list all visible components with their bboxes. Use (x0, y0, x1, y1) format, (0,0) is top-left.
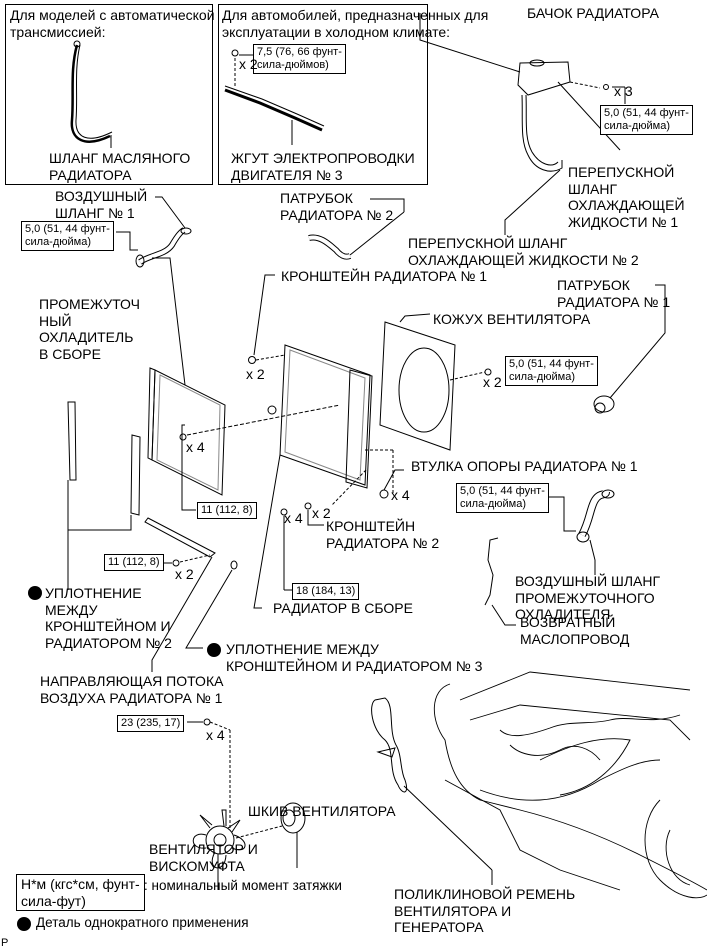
part-label-intercooler-air-hose: ВОЗДУШНЫЙ ШЛАНГ ПРОМЕЖУТОЧНОГО ОХЛАДИТЕЛ… (515, 573, 661, 622)
qty-air-guide-bolt: x 2 (175, 566, 194, 582)
qty-fan-nut: x 4 (206, 727, 225, 743)
radiator-reservoir-drawing (420, 13, 625, 235)
inset-automatic-title: Для моделей с автоматической трансмиссие… (10, 7, 215, 40)
legend-torque-box: Н*м (кгс*см, фунт- сила-фут) (16, 874, 145, 911)
qty-bushing: x 4 (391, 487, 410, 503)
qty-intercooler-bolt: x 4 (186, 439, 205, 455)
fan-clutch-drawing (187, 719, 282, 890)
single-use-marker-seal-3 (207, 643, 221, 657)
torque-spec-intercooler-bolt: 11 (112, 8) (197, 502, 257, 519)
torque-spec-air-guide-bolt: 11 (112, 8) (104, 554, 164, 571)
bracket-1-leader (254, 275, 275, 355)
torque-spec-radiator-bolt: 18 (184, 13) (292, 583, 360, 600)
part-label-fan-shroud: КОЖУХ ВЕНТИЛЯТОРА (433, 311, 591, 327)
wire-harness-drawing (225, 50, 324, 145)
torque-spec-air-hose-1: 5,0 (51, 44 фунт- сила-дюйма) (21, 221, 114, 251)
part-label-oil-return-line: ВОЗВРАТНЫЙ МАСЛОПРОВОД (520, 614, 630, 647)
fan-shroud-drawing (380, 314, 491, 498)
legend-single-use-label: Деталь однократного применения (36, 915, 249, 930)
part-label-radiator-reservoir: БАЧОК РАДИАТОРА (527, 5, 659, 21)
qty-shroud-bolt: x 2 (483, 374, 502, 390)
part-label-radiator-assembly: РАДИАТОР В СБОРЕ (273, 600, 413, 616)
part-label-radiator-pipe-2: ПАТРУБОК РАДИАТОРА № 2 (280, 190, 394, 223)
inset-cold-climate (218, 4, 428, 185)
qty-bracket-2-bolt: x 2 (312, 505, 331, 521)
part-label-support-bushing-1: ВТУЛКА ОПОРЫ РАДИАТОРА № 1 (411, 458, 638, 474)
part-label-radiator-bracket-2: КРОНШТЕЙН РАДИАТОРА № 2 (326, 518, 440, 551)
torque-spec-wire-harness: 7,5 (76, 66 фунт- сила-дюймов) (253, 44, 346, 74)
part-label-bypass-hose-2: ПЕРЕПУСКНОЙ ШЛАНГ ОХЛАЖДАЮЩЕЙ ЖИДКОСТИ №… (408, 235, 639, 268)
oil-return-line-drawing (485, 538, 516, 625)
legend-single-use-icon (17, 917, 31, 931)
part-label-seal-2: УПЛОТНЕНИЕ МЕЖДУ КРОНШТЕЙНОМ И РАДИАТОРО… (45, 585, 172, 651)
radiator-pipe-2-drawing (309, 199, 404, 257)
part-label-fan-clutch: ВЕНТИЛЯТОР И ВИСКОМУФТА (149, 841, 258, 874)
vehicle-front-drawing (434, 672, 707, 898)
fan-pulley-drawing (281, 803, 305, 868)
part-label-fan-pulley: ШКИВ ВЕНТИЛЯТОРА (248, 803, 396, 819)
intercooler-air-hose-drawing (548, 490, 614, 575)
oil-cooler-hose-drawing (72, 41, 112, 148)
single-use-marker-seal-2 (28, 586, 42, 600)
qty-radiator-bolt: x 4 (284, 510, 303, 526)
v-ribbed-belt-drawing (372, 698, 492, 885)
intercooler-drawing (148, 258, 340, 510)
figure-code: P (1, 937, 9, 949)
qty-reservoir-bolt: x 3 (614, 83, 633, 99)
qty-wire-harness: x 2 (239, 56, 258, 72)
part-label-seal-3: УПЛОТНЕНИЕ МЕЖДУ КРОНШТЕЙНОМ И РАДИАТОРО… (226, 641, 483, 674)
qty-bracket-1-bolt: x 2 (246, 366, 265, 382)
seal-parts-drawing (68, 402, 237, 672)
part-label-wire-harness: ЖГУТ ЭЛЕКТРОПРОВОДКИ ДВИГАТЕЛЯ № 3 (231, 150, 415, 183)
air-hose-1-drawing (116, 197, 191, 267)
part-label-air-guide-1: НАПРАВЛЯЮЩАЯ ПОТОКА ВОЗДУХА РАДИАТОРА № … (40, 673, 224, 706)
torque-spec-intercooler-air-hose: 5,0 (51, 44 фунт- сила-дюйма) (456, 483, 549, 513)
torque-spec-shroud-bolt: 5,0 (51, 44 фунт- сила-дюйма) (505, 356, 598, 386)
part-label-bypass-hose-1: ПЕРЕПУСКНОЙ ШЛАНГ ОХЛАЖДАЮЩЕЙ ЖИДКОСТИ №… (568, 164, 685, 230)
part-label-oil-cooler-hose: ШЛАНГ МАСЛЯНОГО РАДИАТОРА (49, 150, 191, 183)
legend-torque-description: : номинальный момент затяжки (144, 878, 342, 893)
part-label-air-hose-1: ВОЗДУШНЫЙ ШЛАНГ № 1 (55, 188, 148, 221)
radiator-pipe-1-drawing (594, 285, 665, 413)
part-label-radiator-bracket-1: КРОНШТЕЙН РАДИАТОРА № 1 (281, 268, 488, 284)
torque-spec-reservoir-bolt: 5,0 (51, 44 фунт- сила-дюйма) (600, 105, 693, 135)
part-label-radiator-pipe-1: ПАТРУБОК РАДИАТОРА № 1 (557, 277, 671, 310)
inset-automatic-transmission (5, 4, 213, 185)
radiator-drawing (254, 345, 393, 608)
part-label-intercooler: ПРОМЕЖУТОЧ НЫЙ ОХЛАДИТЕЛЬ В СБОРЕ (39, 296, 140, 362)
part-label-v-ribbed-belt: ПОЛИКЛИНОВОЙ РЕМЕНЬ ВЕНТИЛЯТОРА И ГЕНЕРА… (394, 886, 576, 935)
inset-cold-climate-title: Для автомобилей, предназначенных для экс… (222, 7, 489, 40)
torque-spec-fan-nut: 23 (235, 17) (117, 715, 185, 732)
